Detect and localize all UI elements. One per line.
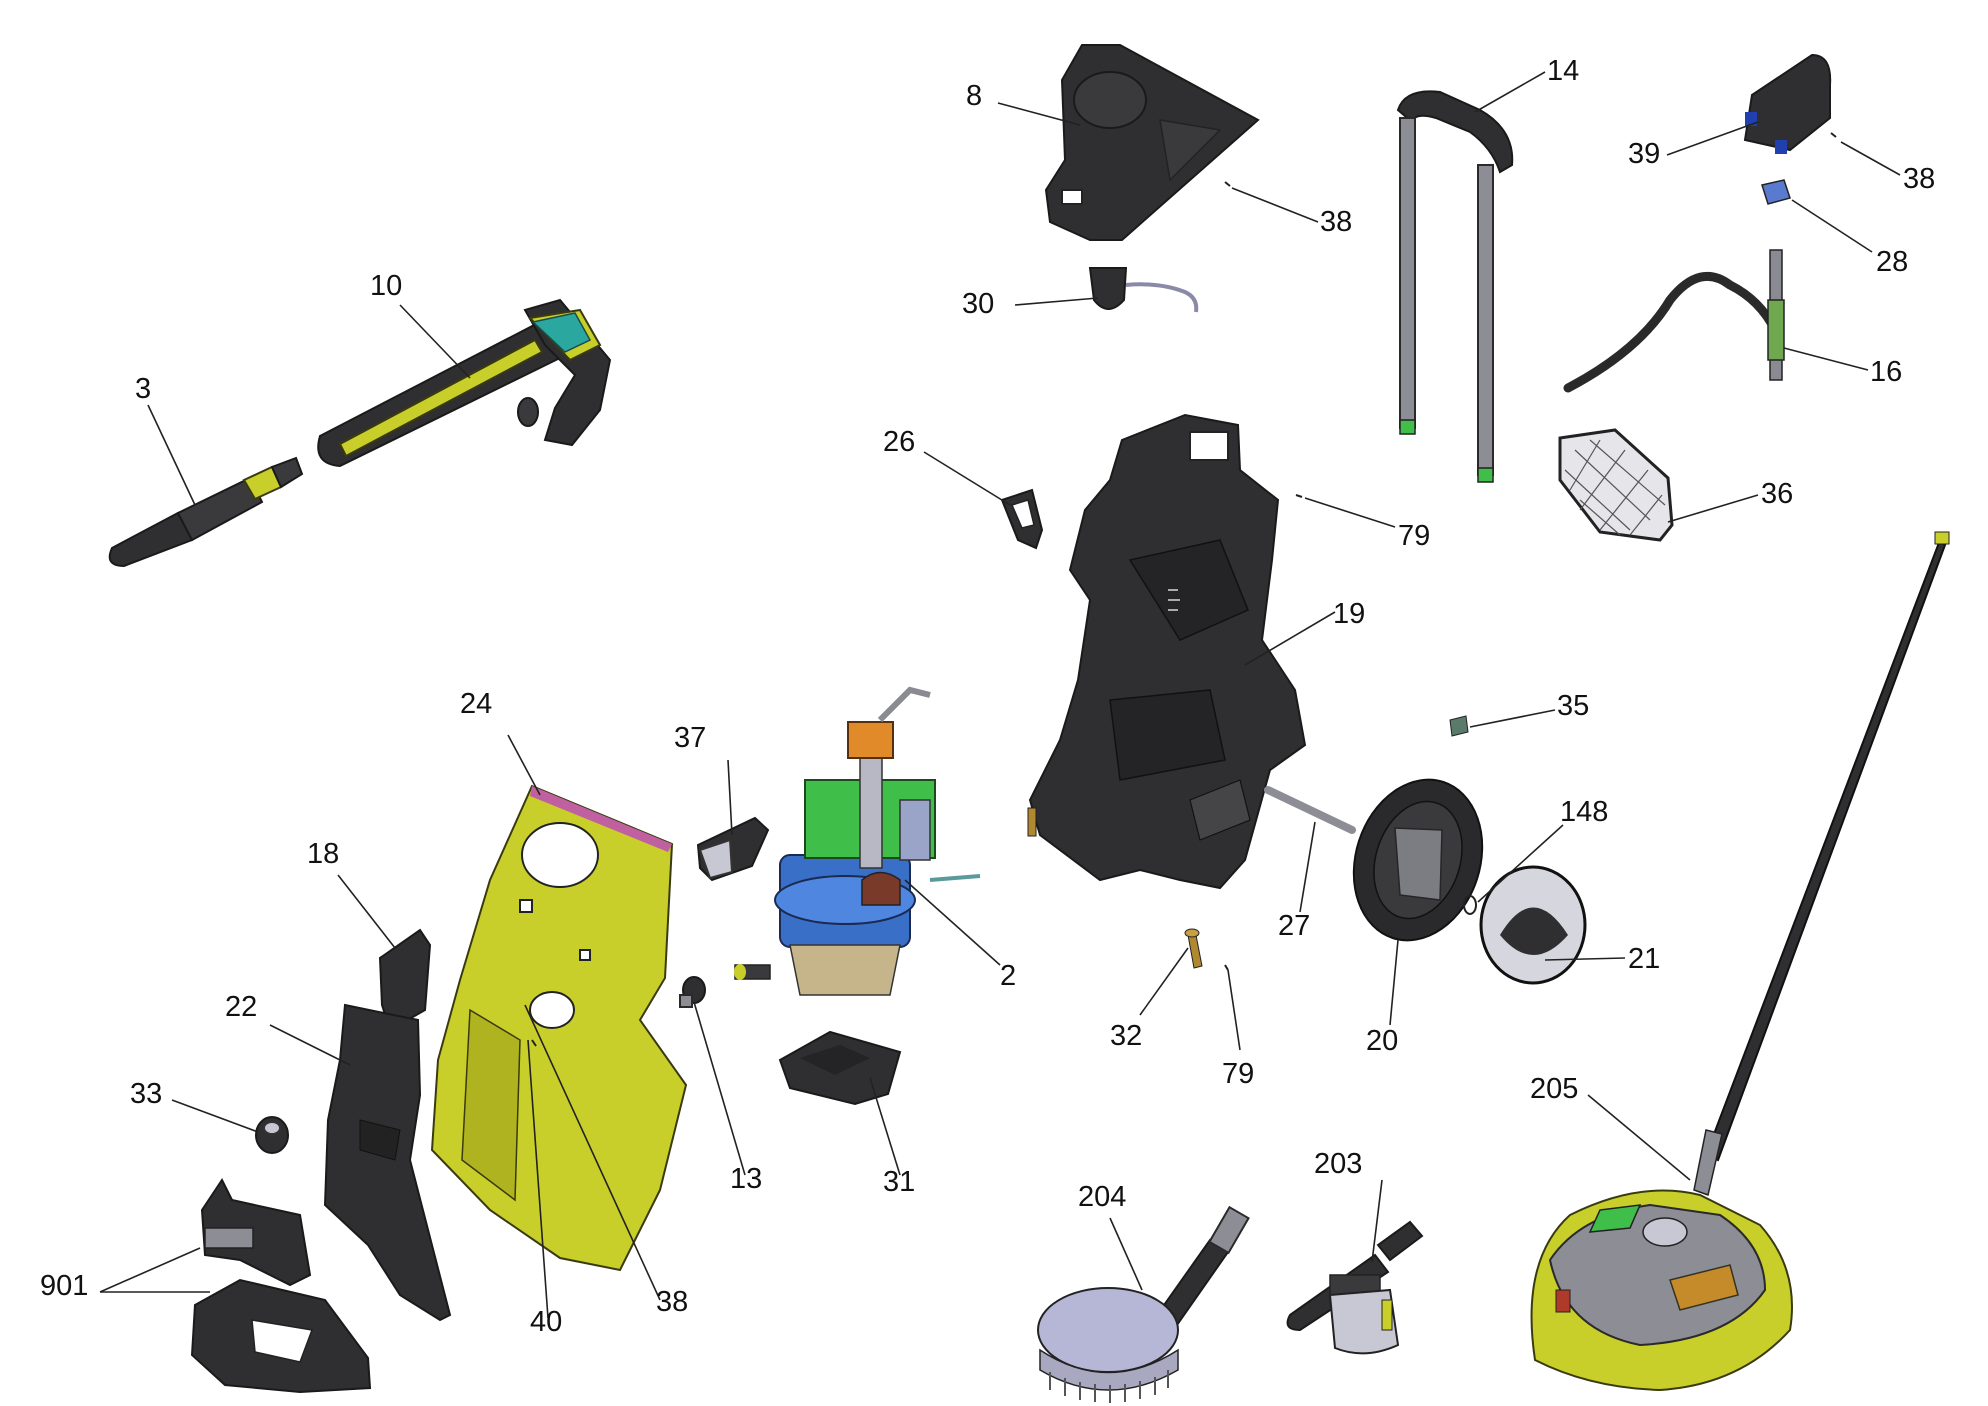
callout-205: 205 — [1530, 1073, 1579, 1105]
callout-35: 35 — [1557, 690, 1590, 722]
callout-38-bottom: 38 — [656, 1286, 689, 1318]
part-26-bracket — [1000, 488, 1044, 550]
callout-26: 26 — [883, 426, 916, 458]
callout-10: 10 — [370, 270, 403, 302]
callout-20: 20 — [1366, 1025, 1399, 1057]
callout-33: 33 — [130, 1078, 163, 1110]
part-37-cap — [696, 816, 770, 882]
callout-39: 39 — [1628, 138, 1661, 170]
callout-3: 3 — [135, 373, 152, 405]
part-22-rear-panel — [323, 1003, 452, 1322]
part-28-connector — [1761, 179, 1791, 205]
part-205-surface-cleaner — [1530, 531, 1950, 1392]
callout-31: 31 — [883, 1166, 916, 1198]
callout-38-top: 38 — [1320, 206, 1353, 238]
callout-24: 24 — [460, 688, 493, 720]
part-36-filter-mesh — [1558, 428, 1674, 542]
callout-40: 40 — [530, 1306, 563, 1338]
callout-18: 18 — [307, 838, 340, 870]
part-2-motor-pump — [734, 686, 981, 996]
callout-21: 21 — [1628, 943, 1661, 975]
callout-901: 901 — [40, 1270, 89, 1302]
callout-8: 8 — [966, 80, 983, 112]
callout-30: 30 — [962, 288, 995, 320]
part-19-main-frame — [1027, 413, 1307, 890]
callout-37: 37 — [674, 722, 707, 754]
part-35-label-plate — [1449, 715, 1469, 737]
part-21-hub-cap — [1479, 865, 1587, 985]
callout-32: 32 — [1110, 1020, 1143, 1052]
small-screws — [531, 132, 1837, 1047]
part-31-base-cover — [778, 1030, 902, 1106]
part-18-cover — [378, 928, 432, 1032]
callout-36: 36 — [1761, 478, 1794, 510]
callout-22: 22 — [225, 991, 258, 1023]
part-148-washer — [1463, 895, 1477, 915]
part-39-holder — [1743, 53, 1832, 154]
callout-148: 148 — [1560, 796, 1609, 828]
callout-38-right: 38 — [1903, 163, 1936, 195]
callout-19: 19 — [1333, 598, 1366, 630]
part-204-rotating-brush — [1037, 1205, 1250, 1403]
part-32-screw — [1184, 928, 1203, 969]
part-24-housing-front — [430, 784, 688, 1272]
part-901-kit — [190, 1178, 372, 1394]
callout-2: 2 — [1000, 960, 1017, 992]
callout-13: 13 — [730, 1163, 763, 1195]
part-20-wheel — [1352, 778, 1484, 942]
callout-14: 14 — [1547, 55, 1580, 87]
part-33-knob — [255, 1116, 289, 1154]
callout-16: 16 — [1870, 356, 1903, 388]
callout-27: 27 — [1278, 910, 1311, 942]
part-14-handle — [1396, 90, 1514, 483]
callout-79-bottom: 79 — [1222, 1058, 1255, 1090]
callout-203: 203 — [1314, 1148, 1363, 1180]
part-203-foam-nozzle — [1286, 1220, 1424, 1355]
part-30-clip — [1088, 267, 1199, 313]
callout-79-top: 79 — [1398, 520, 1431, 552]
part-27-axle — [1264, 786, 1356, 834]
callout-204: 204 — [1078, 1181, 1127, 1213]
part-16-hose — [1563, 249, 1785, 393]
part-3-spray-lance — [108, 456, 304, 568]
part-10-trigger-gun — [317, 298, 612, 468]
callout-28: 28 — [1876, 246, 1909, 278]
part-8-storage-cover — [1044, 44, 1260, 241]
leader-lines — [99, 71, 1901, 1319]
part-13-plug — [679, 976, 706, 1008]
